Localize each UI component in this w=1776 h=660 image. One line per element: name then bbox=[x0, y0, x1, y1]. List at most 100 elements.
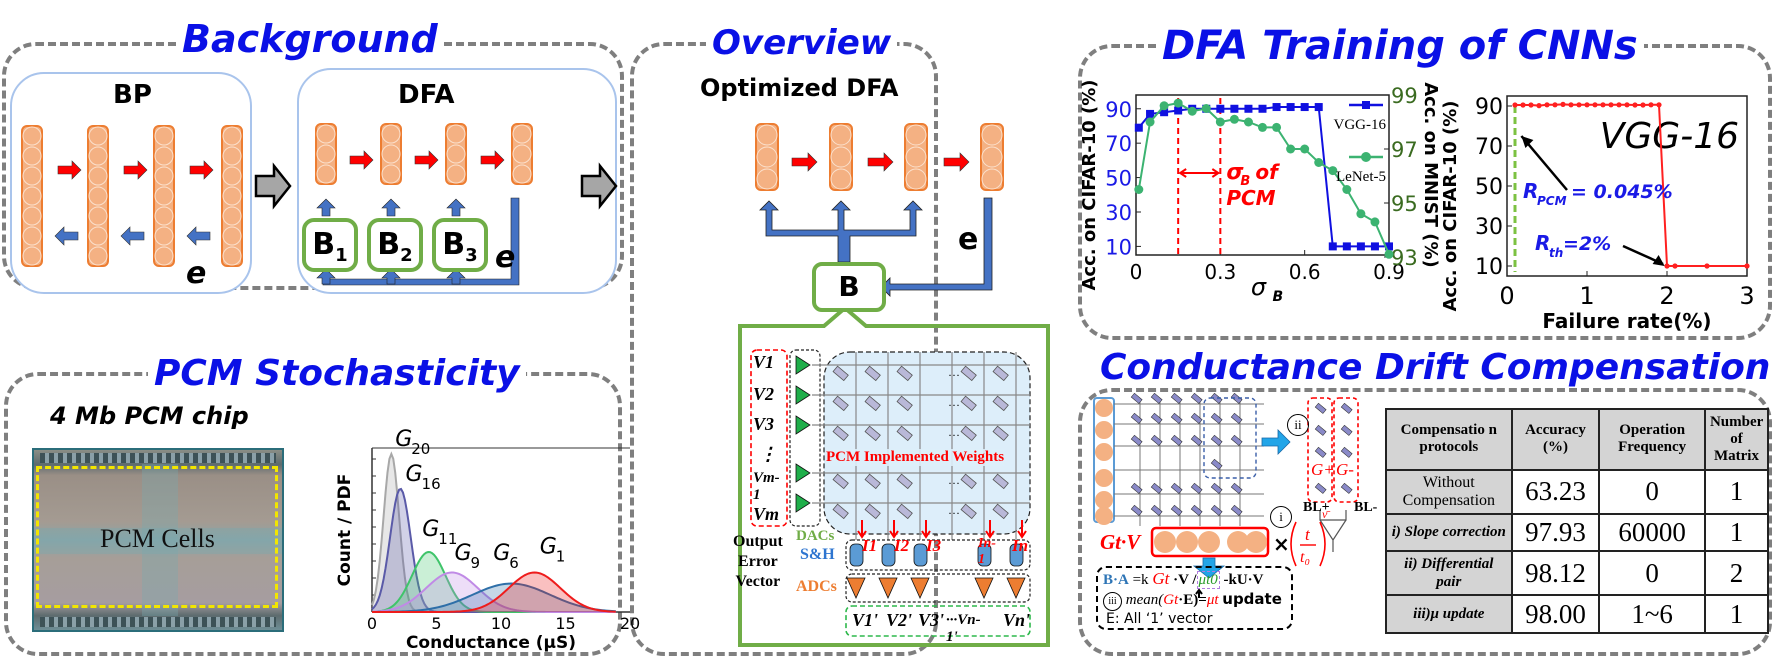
sigma-pcm-label: σ bbox=[1226, 160, 1244, 185]
data-point bbox=[1592, 102, 1598, 108]
rpcm-label: R bbox=[1523, 179, 1538, 203]
dfa-error-label: e bbox=[495, 240, 516, 275]
x-axis-label-sub: B bbox=[1273, 289, 1284, 305]
curve-label-G20: G bbox=[395, 427, 412, 452]
sample-hold-icon bbox=[1009, 543, 1024, 567]
table-row: iii)μ update 98.00 1~6 1 bbox=[1385, 594, 1770, 634]
update-text: update bbox=[1222, 590, 1282, 608]
dac-triangle bbox=[795, 385, 811, 405]
legend-marker-lenet bbox=[1361, 152, 1371, 162]
current-arrow bbox=[921, 520, 931, 539]
drift-pcm-cell bbox=[1170, 504, 1183, 516]
b3-sub: 3 bbox=[465, 245, 478, 266]
b1-label: B bbox=[312, 227, 336, 262]
histogram-G20 bbox=[372, 454, 618, 612]
diff-pcm-cell bbox=[1340, 482, 1353, 494]
data-point bbox=[1512, 102, 1518, 108]
row-accuracy: 97.93 bbox=[1510, 512, 1601, 553]
dfa-bus-arrow bbox=[316, 268, 336, 285]
adc-triangle bbox=[846, 577, 866, 599]
pdf-curve-G1 bbox=[372, 571, 616, 613]
gt2-text: Gt bbox=[1163, 592, 1179, 608]
background-diagram bbox=[21, 123, 618, 286]
data-point bbox=[1648, 102, 1654, 108]
formula-line1: B·A =k Gt ·V /μt0 -kU·V bbox=[1103, 569, 1264, 589]
data-point-LeNet-5 bbox=[1187, 106, 1197, 116]
data-point-VGG-16 bbox=[1134, 123, 1143, 132]
pcm-cell-icon bbox=[992, 503, 1009, 520]
row-matrices: 1 bbox=[1703, 468, 1770, 515]
oev-line3: Vector bbox=[735, 573, 781, 590]
row-protocol: i) Slope correction bbox=[1385, 512, 1513, 553]
dfa-layer-2-neuron bbox=[381, 164, 401, 184]
gtv-neuron bbox=[1227, 531, 1249, 553]
drift-pcm-cell bbox=[1130, 482, 1143, 494]
v-text: ·V / bbox=[1169, 572, 1197, 588]
data-point-LeNet-5 bbox=[1173, 98, 1183, 108]
header-frequency: Operation Frequency bbox=[1598, 408, 1706, 471]
diff-pcm-cell bbox=[1340, 424, 1353, 436]
input-voltages: V1 V2 V3 ⋮ Vm-1 Vm bbox=[753, 352, 787, 532]
bp-layer-1-neuron bbox=[22, 146, 42, 166]
data-point bbox=[1640, 102, 1646, 108]
gminus-label: G- bbox=[1336, 460, 1354, 479]
pcm-cell-icon bbox=[992, 395, 1009, 412]
data-point-VGG-16 bbox=[1146, 109, 1155, 118]
drift-pcm-cell bbox=[1230, 412, 1243, 424]
output-vn: Vn' bbox=[1003, 610, 1031, 630]
b3-label: B bbox=[442, 227, 466, 262]
pcm-title: PCM Stochasticity bbox=[148, 356, 526, 392]
drift-pcm-cell bbox=[1190, 482, 1203, 494]
e-text: ·E)= bbox=[1178, 592, 1207, 608]
chip-horizontal-band bbox=[34, 528, 282, 554]
bp-error-label: e bbox=[186, 256, 207, 291]
formula-line3: E: All ‘1’ vector bbox=[1106, 611, 1213, 627]
data-point bbox=[1744, 263, 1750, 269]
dfa-layer-2-neuron bbox=[381, 144, 401, 164]
bp-layer-3-neuron bbox=[154, 166, 174, 186]
ba-text: B·A bbox=[1103, 572, 1129, 588]
pcm-cell-icon bbox=[864, 365, 881, 382]
data-point-LeNet-5 bbox=[1314, 158, 1324, 167]
oev-line1: Output bbox=[733, 533, 783, 550]
table-row: i) Slope correction 97.93 60000 1 bbox=[1385, 512, 1770, 553]
drift-pcm-cell bbox=[1150, 392, 1163, 404]
bp-layer-2-neuron bbox=[88, 186, 108, 206]
mu-t0-text: μt0 bbox=[1196, 571, 1220, 589]
bp-layer-3-neuron bbox=[154, 126, 174, 146]
oev-line2: Error bbox=[738, 553, 778, 570]
times-label: × bbox=[1273, 532, 1290, 556]
bp-layer-3-neuron bbox=[154, 226, 174, 246]
row-accuracy: 63.23 bbox=[1510, 468, 1601, 515]
data-point-LeNet-5 bbox=[1300, 144, 1310, 154]
pcm-cell-icon bbox=[832, 395, 849, 412]
curve-label-G16: G bbox=[406, 462, 423, 487]
rpcm-value: = 0.045% bbox=[1571, 181, 1673, 203]
sh-box bbox=[845, 539, 1031, 571]
pdf-curve-G6 bbox=[371, 582, 616, 613]
data-point-LeNet-5 bbox=[1258, 122, 1267, 132]
diff-pcm-cell bbox=[1340, 402, 1353, 414]
pcm-chip-image: PCM Cells bbox=[32, 448, 284, 632]
ov-forward-arrow bbox=[943, 152, 970, 172]
x-tick-label: 3 bbox=[1739, 282, 1754, 310]
adcs-label: ADCs bbox=[796, 578, 837, 595]
pcm-chip-title: 4 Mb PCM chip bbox=[50, 402, 249, 430]
current-arrow bbox=[889, 520, 899, 539]
pcm-cell-icon bbox=[960, 473, 977, 490]
ov-layer-3-neuron bbox=[905, 168, 927, 190]
pcm-cell-icon bbox=[832, 365, 849, 382]
bp-layer-1-neuron bbox=[22, 246, 42, 266]
current-in1: In-1 bbox=[978, 536, 996, 567]
drift-pcm-cell bbox=[1170, 434, 1183, 446]
data-point-LeNet-5 bbox=[1159, 101, 1169, 111]
pcm-cell-icon bbox=[864, 503, 881, 520]
row-protocol: iii)μ update bbox=[1385, 594, 1513, 634]
adc-triangle bbox=[1006, 577, 1026, 599]
input-neuron bbox=[1095, 443, 1113, 461]
dfa-layer-1-neuron bbox=[316, 144, 336, 164]
data-point-LeNet-5 bbox=[1286, 144, 1296, 154]
dacs-label: DACs bbox=[796, 528, 835, 544]
bp-forward-arrow bbox=[57, 160, 82, 180]
